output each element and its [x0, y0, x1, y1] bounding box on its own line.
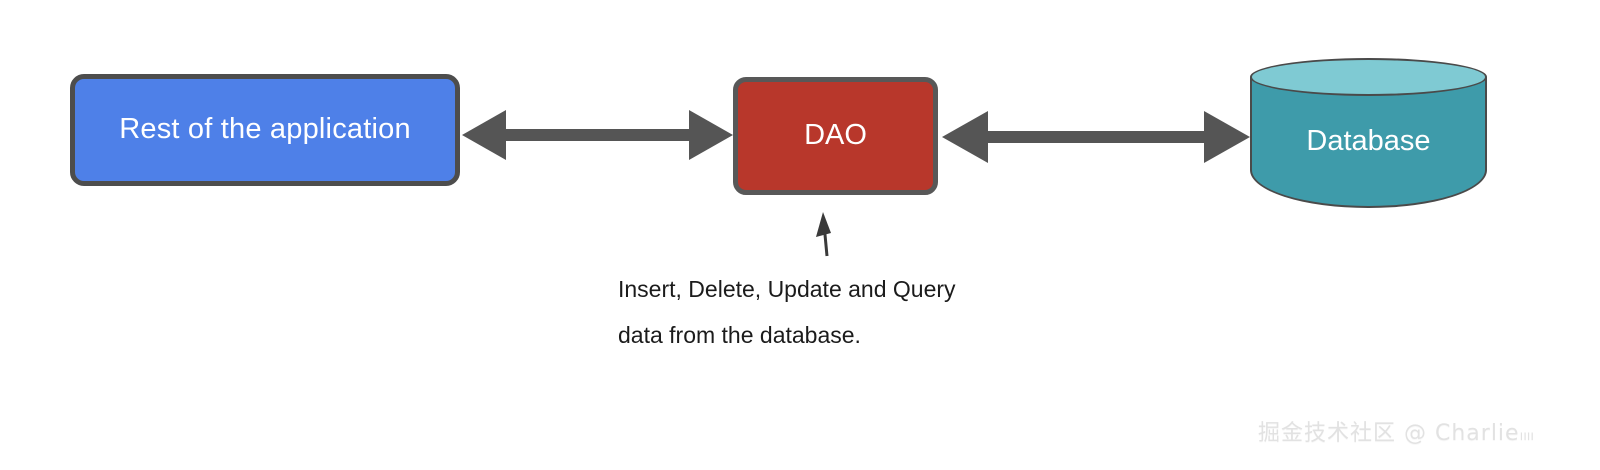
node-label-dao: DAO [804, 119, 867, 152]
watermark-tail: ıııı [1519, 429, 1535, 444]
node-database[interactable]: Database [1250, 58, 1487, 208]
caption-line-1: Insert, Delete, Update and Query [618, 276, 956, 302]
caption: Insert, Delete, Update and Query data fr… [618, 266, 1038, 358]
watermark: 掘金技术社区 @ Charlieıııı [1258, 415, 1534, 447]
node-rest-of-the-application[interactable]: Rest of the application [70, 74, 460, 186]
node-label-app: Rest of the application [119, 113, 411, 146]
cylinder-body-shape [1250, 77, 1487, 208]
connector-app-dao [462, 110, 733, 160]
caption-line-2: data from the database. [618, 322, 861, 348]
connector-dao-database [942, 111, 1250, 163]
watermark-text: 掘金技术社区 @ Charlie [1258, 421, 1520, 446]
node-label-database: Database [1306, 124, 1431, 157]
cylinder-top-ellipse-shape [1250, 58, 1487, 96]
node-dao[interactable]: DAO [733, 77, 938, 195]
connector-caption-pointer [816, 212, 831, 257]
